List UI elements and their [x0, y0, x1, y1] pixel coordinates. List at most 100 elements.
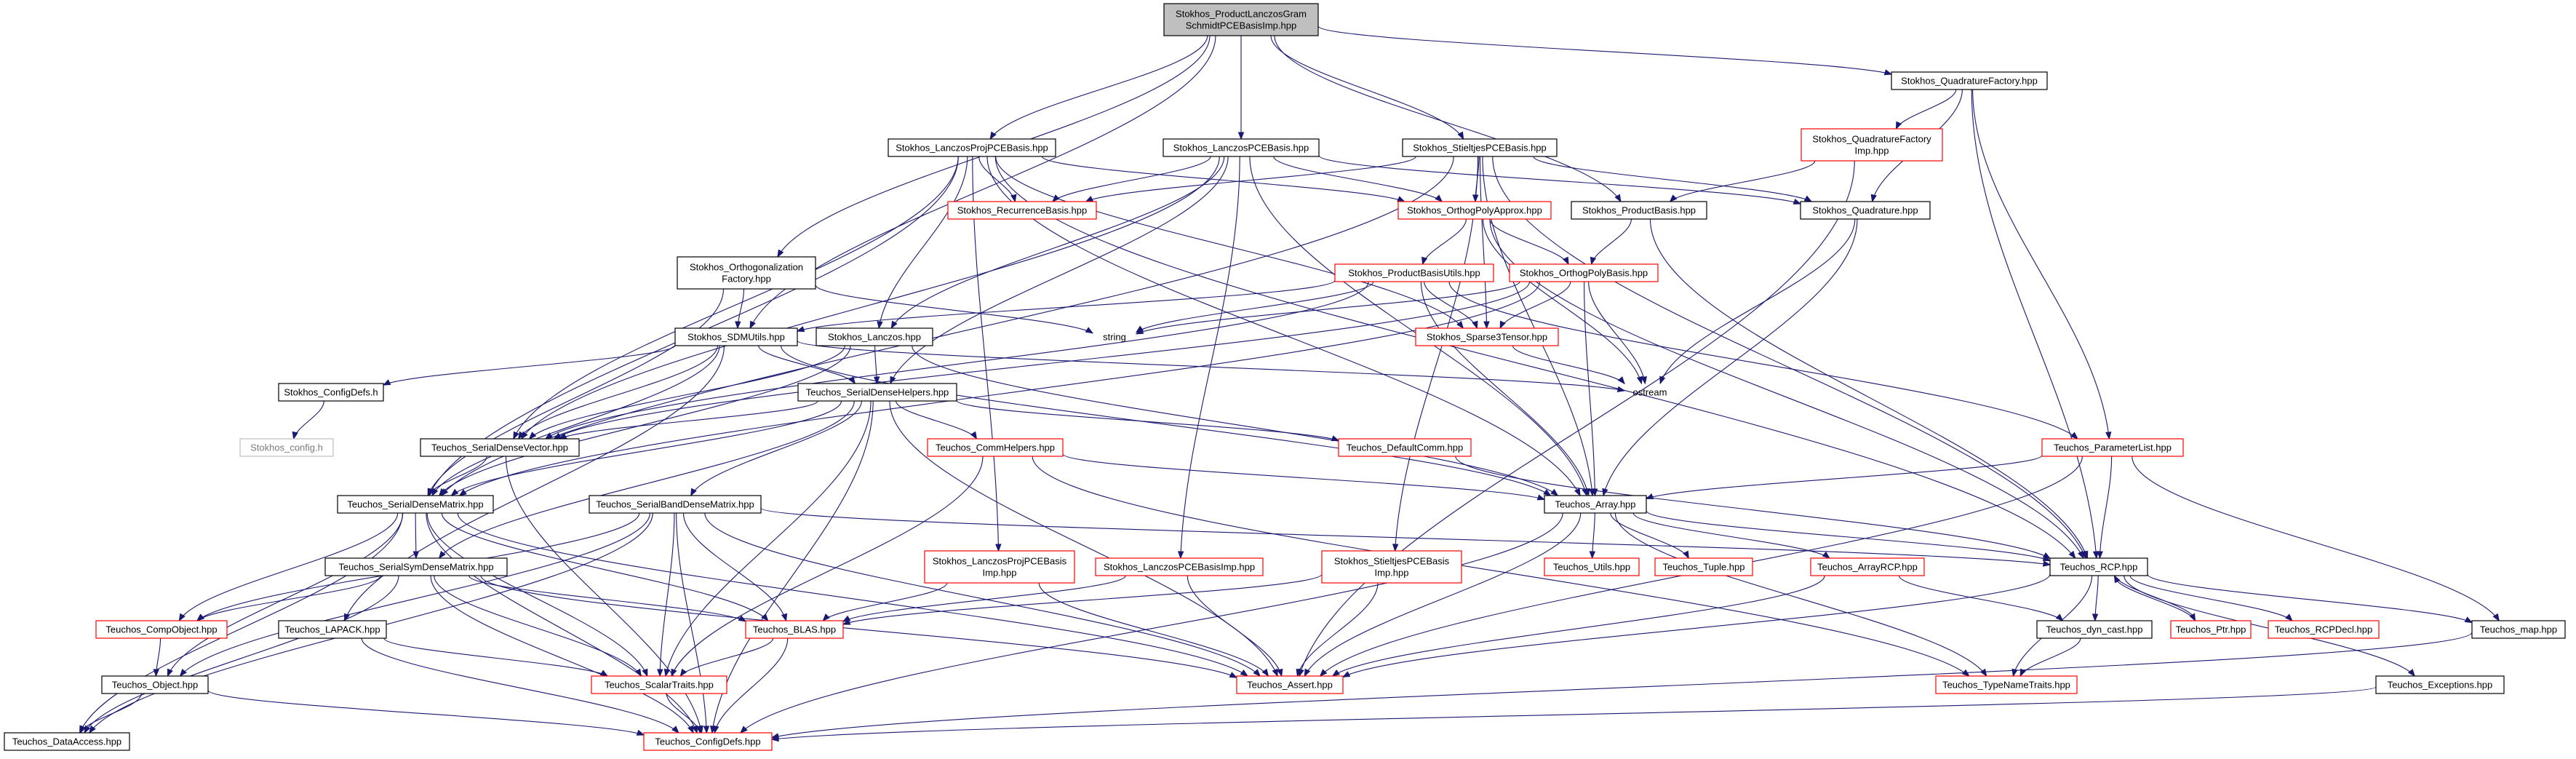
dependency-edge — [663, 400, 872, 677]
node-rcpdecl[interactable]: Teuchos_RCPDecl.hpp — [2268, 620, 2380, 639]
node-ptr[interactable]: Teuchos_Ptr.hpp — [2170, 620, 2252, 639]
dependency-edge — [749, 35, 1216, 330]
edge-line — [978, 156, 1016, 202]
edge-line — [1972, 89, 2110, 440]
node-exceptions[interactable]: Teuchos_Exceptions.hpp — [2375, 675, 2505, 694]
node-label: Teuchos_Exceptions.hpp — [2388, 680, 2493, 691]
node-stieltjes[interactable]: Stokhos_StieltjesPCEBasis.hpp — [1402, 138, 1558, 157]
dependency-edge — [427, 288, 725, 497]
dependency-edge — [344, 345, 725, 622]
node-quadrature[interactable]: Stokhos_Quadrature.hpp — [1800, 201, 1931, 220]
node-label: Teuchos_SerialDenseHelpers.hpp — [806, 387, 949, 398]
node-array[interactable]: Teuchos_Array.hpp — [1544, 495, 1647, 514]
node-paramlist[interactable]: Teuchos_ParameterList.hpp — [2041, 438, 2184, 457]
edge-line — [1584, 281, 1595, 496]
node-lanczospce[interactable]: Stokhos_LanczosPCEBasis.hpp — [1163, 138, 1320, 157]
edge-arrowhead — [517, 431, 525, 440]
edge-line — [554, 281, 1531, 440]
dependency-edge — [2113, 574, 2196, 621]
edge-arrowhead — [777, 249, 784, 258]
dependency-edge — [438, 400, 855, 560]
node-box — [1654, 557, 1753, 576]
node-orthopolyapprox[interactable]: Stokhos_OrthogPolyApprox.hpp — [1397, 201, 1552, 220]
node-object[interactable]: Teuchos_Object.hpp — [101, 675, 209, 694]
edge-line — [912, 345, 1558, 496]
edge-arrowhead — [1803, 195, 1813, 202]
edge-line — [2099, 456, 2113, 559]
edge-arrowhead — [1883, 69, 1893, 76]
node-serialsym[interactable]: Teuchos_SerialSymDenseMatrix.hpp — [324, 557, 508, 576]
edge-arrowhead — [1563, 256, 1569, 266]
node-asset[interactable]: Teuchos_Assert.hpp — [1236, 675, 1344, 694]
dependency-edge — [178, 512, 399, 622]
node-dataaccess[interactable]: Teuchos_DataAccess.hpp — [4, 732, 130, 751]
edge-arrowhead — [1589, 551, 1596, 560]
node-box — [1236, 675, 1344, 694]
dependency-edge — [412, 512, 420, 560]
node-productbasis[interactable]: Stokhos_ProductBasis.hpp — [1571, 201, 1707, 220]
node-quadfactory[interactable]: Stokhos_QuadratureFactory.hpp — [1891, 71, 2048, 90]
node-dyncast[interactable]: Teuchos_dyn_cast.hpp — [2036, 620, 2153, 639]
node-blas[interactable]: Teuchos_BLAS.hpp — [745, 620, 844, 639]
edge-arrowhead — [1177, 551, 1184, 560]
edge-line — [1646, 455, 2043, 499]
node-recurrence[interactable]: Stokhos_RecurrenceBasis.hpp — [947, 201, 1097, 220]
node-utils[interactable]: Teuchos_Utils.hpp — [1544, 557, 1640, 576]
edge-line — [758, 345, 856, 384]
edge-line — [426, 512, 648, 677]
node-scalartraits[interactable]: Teuchos_ScalarTraits.hpp — [591, 675, 727, 694]
node-label: ostream — [1633, 387, 1667, 398]
edge-line — [1610, 512, 1689, 559]
node-box — [1402, 138, 1558, 157]
node-commhelpers[interactable]: Teuchos_CommHelpers.hpp — [927, 438, 1064, 457]
edge-arrowhead — [642, 668, 648, 677]
edge-arrowhead — [1472, 320, 1478, 330]
node-defaultcomm[interactable]: Teuchos_DefaultComm.hpp — [1338, 438, 1472, 457]
node-serialbanddense[interactable]: Teuchos_SerialBandDenseMatrix.hpp — [589, 495, 762, 514]
node-serialdensevector[interactable]: Teuchos_SerialDenseVector.hpp — [420, 438, 580, 457]
edge-arrowhead — [1536, 494, 1546, 501]
node-rcp[interactable]: Teuchos_RCP.hpp — [2049, 557, 2148, 576]
node-compobject[interactable]: Teuchos_CompObject.hpp — [95, 620, 228, 639]
edge-line — [451, 400, 842, 496]
edge-arrowhead — [1052, 194, 1060, 202]
node-root[interactable]: Stokhos_ProductLanczosGramSchmidtPCEBasi… — [1163, 3, 1319, 36]
dependency-edge — [1421, 218, 1467, 266]
node-tuple[interactable]: Teuchos_Tuple.hpp — [1654, 557, 1753, 576]
dependency-edge — [2097, 456, 2113, 560]
node-serialdensehelpers[interactable]: Teuchos_SerialDenseHelpers.hpp — [797, 383, 957, 402]
node-arrayrcp[interactable]: Teuchos_ArrayRCP.hpp — [1810, 557, 1925, 576]
node-typenametraits[interactable]: Teuchos_TypeNameTraits.hpp — [1935, 675, 2078, 694]
node-label: string — [1103, 332, 1126, 343]
node-serialdensematrix[interactable]: Teuchos_SerialDenseMatrix.hpp — [337, 495, 494, 514]
node-lapack[interactable]: Teuchos_LAPACK.hpp — [278, 620, 387, 639]
node-prodbasisutils[interactable]: Stokhos_ProductBasisUtils.hpp — [1334, 263, 1494, 282]
node-lanczospceimp[interactable]: Stokhos_LanczosPCEBasisImp.hpp — [1095, 557, 1264, 576]
node-sparse3[interactable]: Stokhos_Sparse3Tensor.hpp — [1415, 327, 1559, 346]
node-orthopolybasis[interactable]: Stokhos_OrthogPolyBasis.hpp — [1509, 263, 1659, 282]
dependency-edge — [1669, 160, 1816, 202]
node-sdmutils[interactable]: Stokhos_SDMUtils.hpp — [674, 327, 798, 346]
node-label: Teuchos_Tuple.hpp — [1663, 562, 1745, 573]
edge-arrowhead — [2105, 432, 2112, 440]
dependency-edge — [682, 512, 788, 622]
dependency-edge — [1062, 453, 1546, 501]
edge-line — [2147, 573, 2473, 623]
node-box — [239, 438, 334, 457]
node-configdefs[interactable]: Stokhos_ConfigDefs.h — [278, 383, 384, 402]
edge-line — [1659, 218, 1856, 384]
node-label: Stokhos_LanczosPCEBasis.hpp — [1173, 143, 1309, 154]
edge-arrowhead — [1331, 669, 1341, 677]
node-lanczos[interactable]: Stokhos_Lanczos.hpp — [816, 327, 933, 346]
node-map[interactable]: Teuchos_map.hpp — [2471, 620, 2566, 639]
node-box — [2049, 557, 2148, 576]
node-teuchosconfigdefs[interactable]: Teuchos_ConfigDefs.hpp — [643, 732, 773, 751]
dependency-edge — [1237, 36, 1245, 140]
dependency-edge — [1177, 156, 1240, 560]
dependency-edge — [450, 400, 842, 496]
node-lanczosproj[interactable]: Stokhos_LanczosProjPCEBasis.hpp — [888, 138, 1056, 157]
